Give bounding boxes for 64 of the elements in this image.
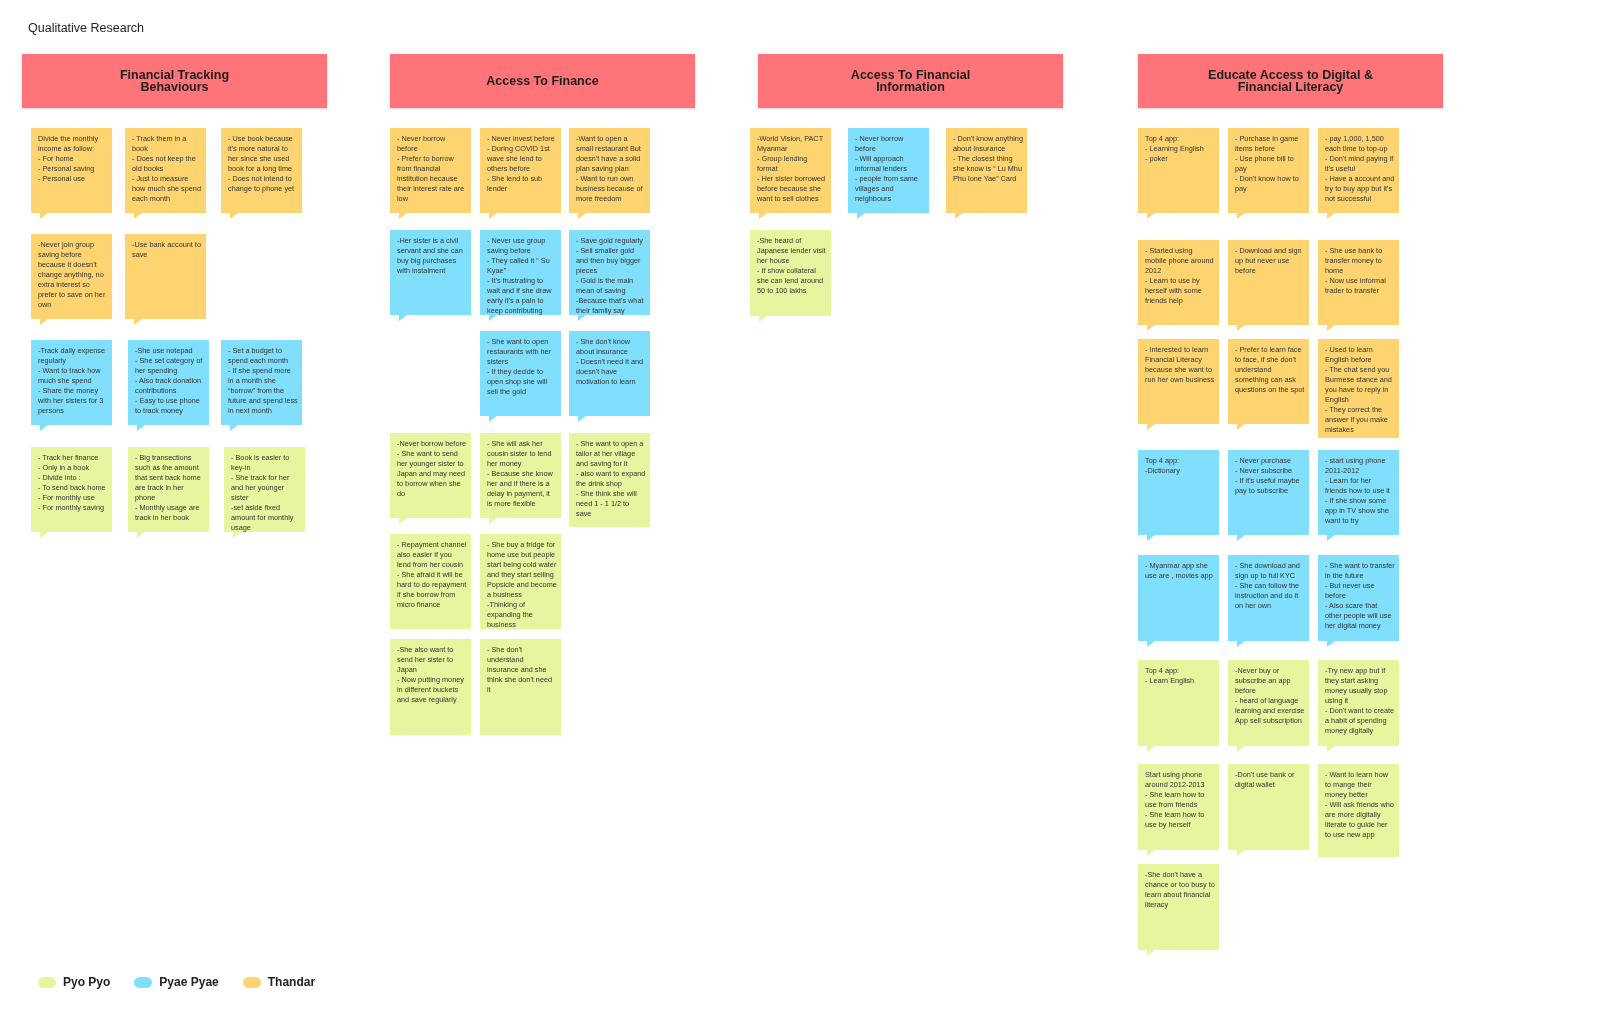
sticky-note	[848, 128, 929, 219]
sticky-note	[1318, 339, 1399, 438]
sticky-note	[390, 639, 471, 735]
sticky-note	[31, 340, 112, 431]
legend-label: Pyo Pyo	[63, 975, 111, 989]
sticky-note	[390, 433, 471, 524]
sticky-note	[1318, 450, 1399, 541]
sticky-note	[390, 230, 471, 321]
page-title: Qualitative Research	[28, 21, 145, 35]
sticky-note	[750, 230, 831, 322]
sticky-note	[390, 128, 471, 219]
sticky-note	[1228, 555, 1309, 647]
sticky-note	[221, 340, 302, 431]
sticky-note	[1228, 240, 1309, 331]
sticky-note	[569, 230, 650, 321]
sticky-note	[128, 340, 209, 431]
banner-title: Access To Finance	[486, 74, 599, 88]
banner-title: Educate Access to Digital & Financial Literacy	[1208, 68, 1373, 94]
sticky-note	[1318, 660, 1399, 752]
sticky-note	[1318, 240, 1399, 331]
sticky-note	[1318, 555, 1399, 647]
category-banner	[22, 54, 327, 108]
sticky-note	[31, 234, 112, 325]
sticky-note	[125, 128, 206, 219]
sticky-note	[1138, 128, 1219, 219]
sticky-note	[390, 534, 471, 629]
sticky-note	[569, 331, 650, 422]
sticky-note	[1228, 660, 1309, 752]
sticky-note	[1138, 339, 1219, 430]
sticky-note	[1138, 660, 1219, 752]
sticky-note	[1228, 128, 1309, 219]
sticky-note	[480, 331, 561, 422]
sticky-note	[224, 447, 305, 538]
sticky-note	[569, 433, 650, 527]
sticky-note	[1138, 864, 1219, 956]
sticky-note	[480, 433, 561, 524]
sticky-note	[1138, 240, 1219, 331]
sticky-note	[1318, 128, 1399, 219]
legend-label: Thandar	[267, 975, 316, 989]
sticky-note	[1318, 764, 1399, 857]
sticky-note	[480, 230, 561, 321]
legend-label: Pyae Pyae	[159, 975, 219, 989]
category-banner	[1138, 54, 1443, 108]
category-banner	[758, 54, 1063, 108]
sticky-note	[221, 128, 302, 219]
sticky-note	[480, 534, 561, 629]
sticky-note	[31, 447, 112, 538]
sticky-note	[480, 639, 561, 735]
sticky-note	[1138, 450, 1219, 541]
sticky-note	[750, 128, 831, 219]
sticky-note	[1228, 764, 1309, 856]
banner-title: Access To Financial Information	[849, 68, 972, 94]
sticky-note	[480, 128, 561, 219]
sticky-note	[31, 128, 112, 219]
sticky-note	[569, 128, 650, 219]
sticky-note	[125, 234, 206, 325]
sticky-note	[1138, 555, 1219, 647]
sticky-note	[1228, 339, 1309, 430]
sticky-note	[128, 447, 209, 538]
banner-title: Financial Tracking Behaviours	[118, 68, 231, 94]
sticky-note	[1228, 450, 1309, 541]
category-banner	[390, 54, 695, 108]
sticky-note	[1138, 764, 1219, 856]
sticky-note	[946, 128, 1027, 219]
